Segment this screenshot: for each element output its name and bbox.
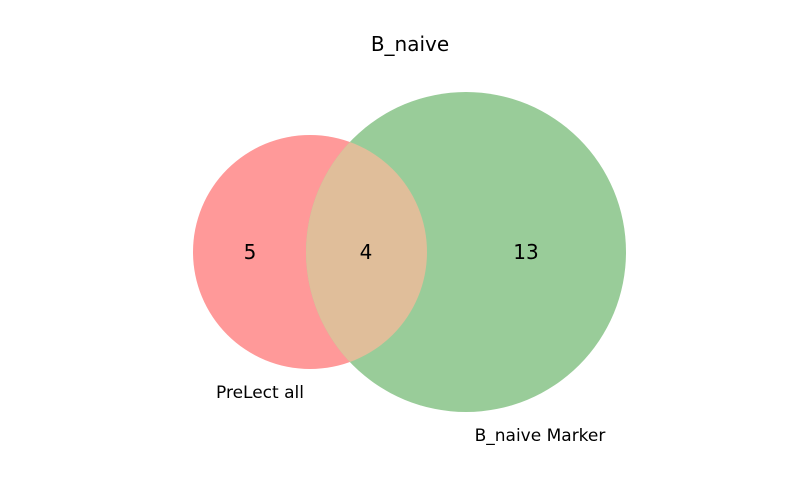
set-label-b-naive-marker: B_naive Marker <box>475 426 606 446</box>
left-only-count: 5 <box>244 240 257 264</box>
set-label-prelect-all: PreLect all <box>216 383 304 403</box>
intersection-region <box>306 135 427 369</box>
intersection-count: 4 <box>360 240 373 264</box>
right-only-count: 13 <box>513 240 538 264</box>
diagram-title: B_naive <box>371 32 449 56</box>
